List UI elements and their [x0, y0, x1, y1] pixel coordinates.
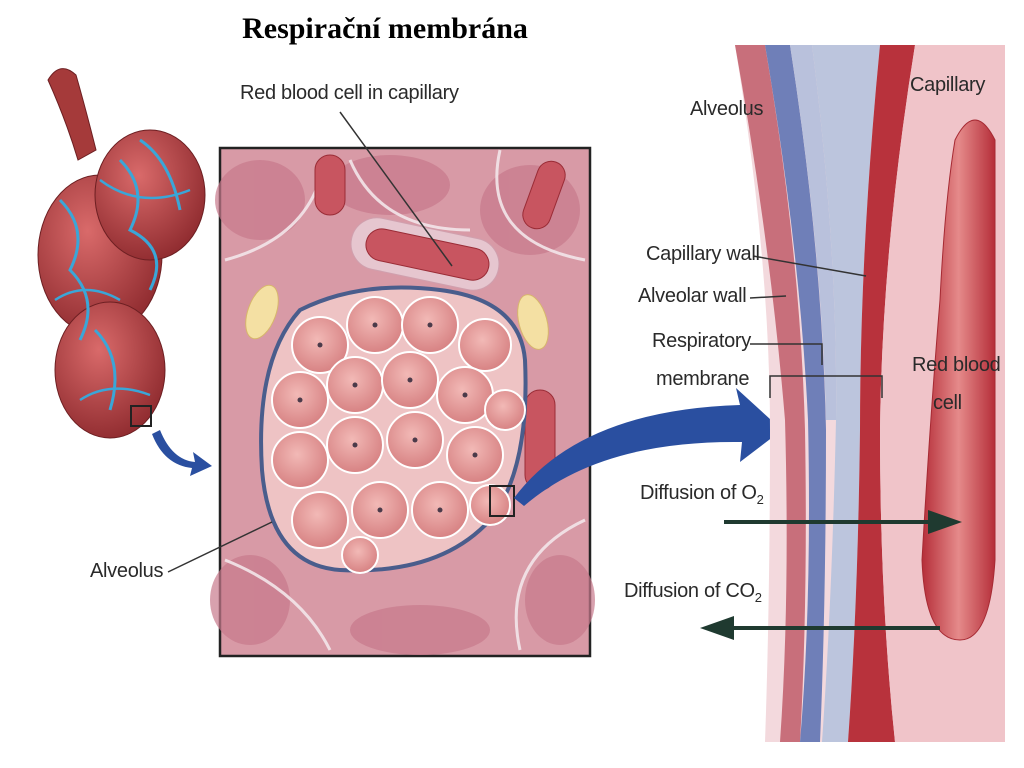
membrane-cross-section	[735, 45, 1005, 742]
label-alveolus-top: Alveolus	[690, 98, 764, 120]
label-membrane: membrane	[656, 368, 750, 390]
zoom-arrow-right	[514, 388, 782, 506]
label-red-blood: Red blood	[912, 354, 1001, 376]
label-diffusion-co2: Diffusion of CO2	[624, 580, 762, 605]
co2-subscript: 2	[754, 590, 762, 605]
label-alveolus-left: Alveolus	[90, 560, 164, 582]
label-respiratory: Respiratory	[652, 330, 751, 352]
alveolar-sac-cluster	[37, 68, 206, 439]
label-cell: cell	[933, 392, 962, 414]
zoom-arrow-left	[152, 430, 212, 476]
label-alveolar-wall: Alveolar wall	[638, 285, 747, 307]
leader-rbc-in-capillary	[339, 111, 453, 267]
label-capillary-wall: Capillary wall	[646, 243, 760, 265]
label-capillary: Capillary	[910, 74, 986, 96]
diffusion-o2-arrow	[724, 510, 962, 534]
magnified-alveolus-panel	[210, 146, 595, 658]
o2-subscript: 2	[756, 492, 764, 507]
label-rbc-in-capillary: Red blood cell in capillary	[240, 82, 459, 104]
diffusion-co2-arrow	[700, 616, 940, 640]
label-diffusion-o2: Diffusion of O2	[640, 482, 764, 507]
leader-alveolus-left	[167, 521, 273, 573]
page-title: Respirační membrána	[242, 12, 528, 45]
right-leader-lines	[749, 255, 883, 398]
